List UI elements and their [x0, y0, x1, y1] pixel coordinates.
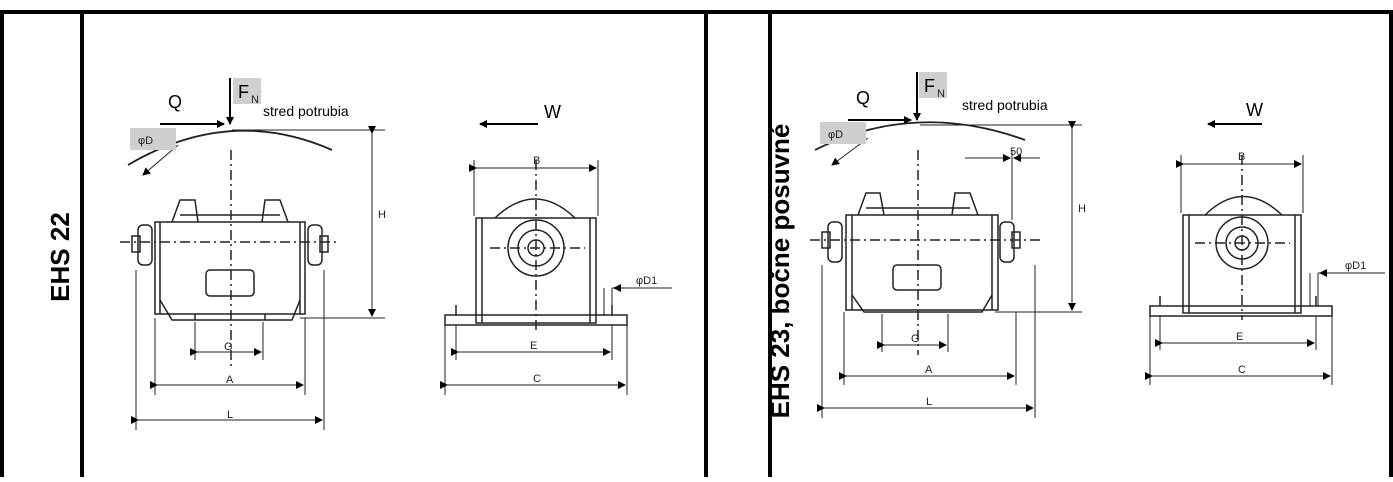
panel-2-title: EHS 23, bočne posuvné — [765, 123, 795, 419]
panel-2-side-view — [1145, 155, 1385, 385]
panel-1-forces — [160, 78, 538, 128]
panel-1-dim-C: C — [533, 373, 541, 385]
panel-1-front-view — [120, 126, 385, 430]
panel-1-annotation: stred potrubia — [263, 103, 349, 119]
panel-1-diameter-tag — [130, 128, 176, 150]
panel-2-front-view — [810, 121, 1082, 418]
panel-2-forces — [848, 72, 1262, 128]
panel-1-dim-A: A — [226, 374, 234, 386]
panel-2-dim-B: B — [1238, 151, 1245, 163]
panel-2-dim-H: H — [1078, 203, 1086, 215]
panel-1-dim-G: G — [224, 341, 233, 353]
panel-2-dim-L: L — [926, 396, 932, 408]
panel-2-dim-A: A — [925, 364, 933, 376]
panel-1-dim-B: B — [533, 155, 540, 167]
panel-2-force-subscript: N — [937, 88, 945, 100]
panel-2-diameter-tag — [820, 122, 866, 144]
panel-2-dim-E: E — [1236, 331, 1243, 343]
panel-1-side-view — [440, 160, 672, 395]
panel-2-wind-label: W — [1246, 100, 1263, 120]
panel-1-force-subscript: N — [251, 94, 259, 106]
panel-2-dim-G: G — [911, 333, 920, 345]
panel-1-dim-E: E — [530, 340, 537, 352]
panel-2-dim-D1: φD1 — [1345, 260, 1366, 272]
panel-2-load-label: Q — [856, 88, 870, 108]
panel-1-load-label: Q — [168, 92, 182, 112]
frame-borders — [0, 10, 1393, 482]
panel-2-diameter-label: φD — [828, 129, 843, 141]
panel-1-dim-L: L — [227, 409, 233, 421]
panel-1-title: EHS 22 — [45, 212, 75, 302]
panel-2-offset-label: 50 — [1010, 146, 1022, 158]
panel-1-dim-D1: φD1 — [636, 275, 657, 287]
panel-1-dim-H: H — [378, 209, 386, 221]
panel-2-annotation: stred potrubia — [962, 97, 1048, 113]
panel-2-force-tag — [919, 72, 947, 98]
panel-2-dim-C: C — [1238, 364, 1246, 376]
panel-2-force-label: F — [924, 76, 935, 96]
panel-1-force-label: F — [238, 82, 249, 102]
panel-1-diameter-label: φD — [138, 135, 153, 147]
panel-1-wind-label: W — [544, 102, 561, 122]
panel-1-force-tag — [233, 78, 261, 104]
